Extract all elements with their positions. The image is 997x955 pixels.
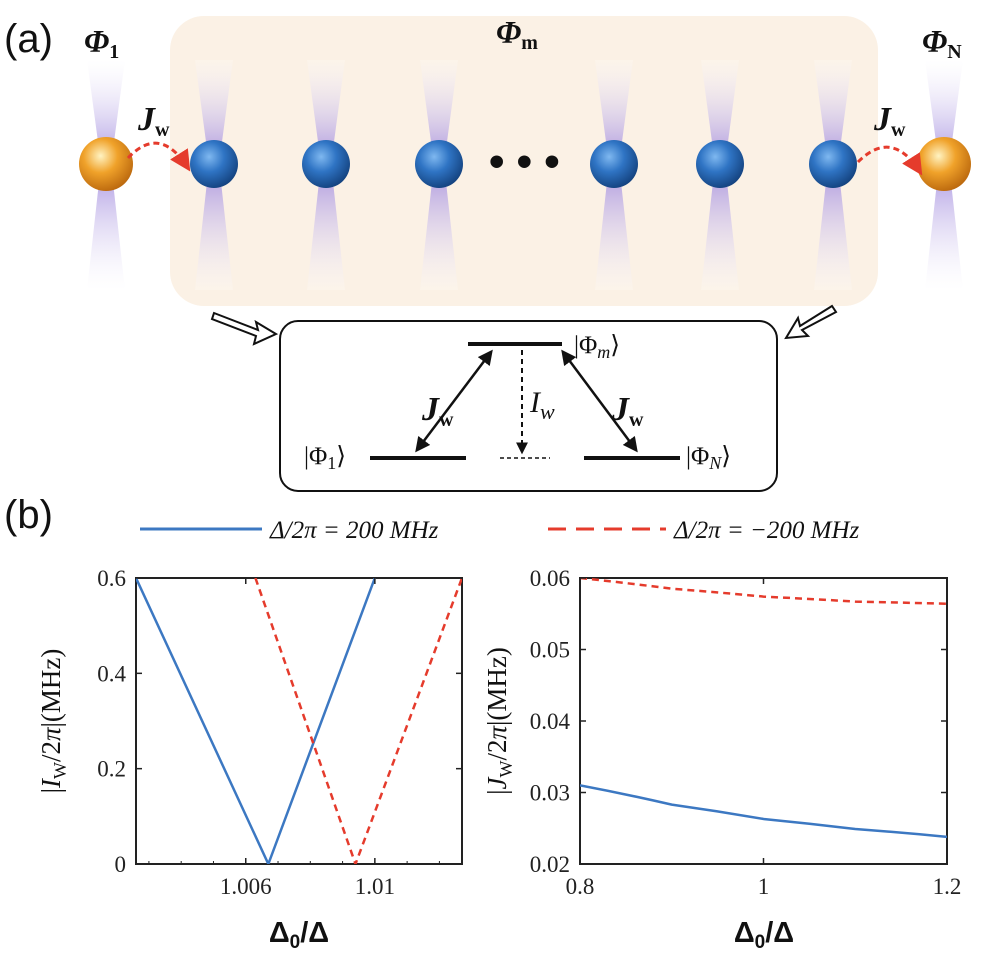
middle-region <box>170 16 878 306</box>
plot-iw-xtick-label: 1.006 <box>220 874 272 899</box>
edge-atom <box>79 137 133 191</box>
laser-beam-lower <box>195 164 233 290</box>
chain-atom <box>190 140 238 188</box>
plot-iw-ylabel: |IW/2π|(MHz) <box>36 649 70 794</box>
plot-iw-series-negative <box>254 578 462 864</box>
legend-label-negative: Δ/2π = −200 MHz <box>673 517 860 544</box>
edge-atom <box>917 137 971 191</box>
level-jw-left: Jw <box>421 391 454 431</box>
ellipsis: • • • <box>489 137 560 186</box>
hollow-arrow-right <box>784 304 838 340</box>
laser-beam-lower <box>87 164 125 290</box>
plot-jw-ytick-label: 0.05 <box>530 638 570 663</box>
chain-atom <box>415 140 463 188</box>
plot-iw-xtick-label: 1.01 <box>355 874 395 899</box>
laser-beam-upper <box>701 60 739 164</box>
transition-arrow-right <box>561 349 638 453</box>
ket-top: |Φm⟩ <box>574 332 620 362</box>
plot-jw-series-positive <box>580 784 947 839</box>
hollow-arrow-left <box>210 311 279 346</box>
plot-iw-ytick-label: 0.4 <box>97 661 126 686</box>
plot-jw: 0.8 1 1.2 0.02 0.03 0.04 0.05 0.06 |JW/2π|(MHz)… <box>482 566 961 953</box>
laser-beam-lower <box>307 164 345 290</box>
level-diagram: |Φm⟩ |Φ1⟩ |ΦN⟩ Jw Jw Iw <box>279 320 778 492</box>
laser-beams <box>87 60 963 290</box>
level-jw-right: Jw <box>611 391 644 431</box>
laser-beam-upper <box>595 60 633 164</box>
legend-label-positive: Δ/2π = 200 MHz <box>269 517 439 544</box>
chain-atom <box>590 140 638 188</box>
plot-jw-series-negative <box>580 578 947 605</box>
plot-iw-series-positive <box>136 578 377 864</box>
chain-atom <box>809 140 857 188</box>
level-iw: Iw <box>529 386 555 424</box>
laser-beam-lower <box>814 164 852 290</box>
laser-beam-lower <box>595 164 633 290</box>
ket-left: |Φ1⟩ <box>304 443 346 473</box>
plot-jw-ytick-label: 0.02 <box>530 852 570 877</box>
laser-beam-lower <box>925 164 963 290</box>
laser-beam-upper <box>420 60 458 164</box>
transition-arrow-left <box>415 349 493 453</box>
coupling-label-right: Jw <box>873 101 906 141</box>
site-label-last: ΦN <box>922 23 962 63</box>
laser-beam-upper <box>87 60 125 164</box>
plot-jw-ytick-label: 0.04 <box>530 709 571 734</box>
panel-a-tag: (a) <box>4 17 53 61</box>
plot-iw-axes-box <box>135 577 463 865</box>
plot-iw-xlabel: Δ0/Δ <box>269 917 329 953</box>
plot-iw-ytick-label: 0 <box>115 852 127 877</box>
panel-b-tag: (b) <box>4 493 53 537</box>
coupling-arrow-left <box>126 141 191 172</box>
legend: Δ/2π = 200 MHz Δ/2π = −200 MHz <box>140 517 860 544</box>
plot-jw-xtick-label: 0.8 <box>566 874 595 899</box>
plot-iw-ytick-label: 0.6 <box>97 566 126 591</box>
laser-beam-upper <box>925 60 963 164</box>
plot-jw-xtick-label: 1 <box>758 874 770 899</box>
plot-jw-xlabel: Δ0/Δ <box>734 917 794 953</box>
plot-jw-axes-box <box>579 577 948 865</box>
plot-iw: 1.006 1.01 0 0.2 0.4 0.6 |IW/2π|(MHz) Δ0/Δ <box>36 566 463 953</box>
laser-beam-lower <box>701 164 739 290</box>
plot-iw-ytick-label: 0.2 <box>97 757 126 782</box>
laser-beam-lower <box>420 164 458 290</box>
chain-atom <box>302 140 350 188</box>
atoms <box>79 137 971 191</box>
laser-beam-upper <box>814 60 852 164</box>
coupling-label-left: Jw <box>137 101 170 141</box>
laser-beam-upper <box>307 60 345 164</box>
plot-jw-xtick-label: 1.2 <box>933 874 962 899</box>
chain-atom <box>696 140 744 188</box>
laser-beam-upper <box>195 60 233 164</box>
site-label-first: Φ1 <box>84 23 119 63</box>
plot-jw-ytick-label: 0.06 <box>530 566 570 591</box>
plot-jw-ytick-label: 0.03 <box>530 781 570 806</box>
site-label-middle: Φm <box>496 14 538 54</box>
plot-jw-ylabel: |JW/2π|(MHz) <box>482 647 516 795</box>
ket-right: |ΦN⟩ <box>686 443 731 473</box>
